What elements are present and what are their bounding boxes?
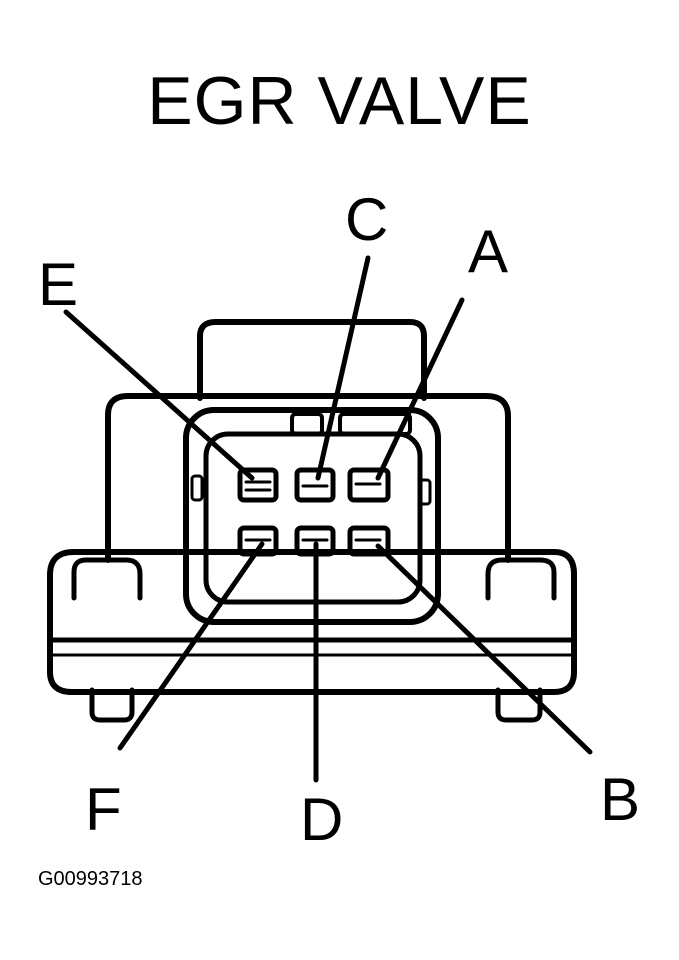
pin-label-e: E bbox=[38, 251, 79, 318]
leader-line-c bbox=[315, 255, 371, 481]
socket-outer bbox=[183, 407, 441, 625]
leader-line-b bbox=[375, 543, 593, 755]
socket-key bbox=[290, 412, 324, 436]
pin-label-b: B bbox=[600, 766, 641, 833]
pin-c-terminal bbox=[294, 467, 336, 503]
leader-line-a bbox=[375, 297, 465, 481]
top-latch-block bbox=[197, 319, 427, 401]
pin-b-terminal bbox=[347, 525, 391, 557]
upper-body bbox=[105, 393, 511, 563]
leader-line-f bbox=[117, 541, 265, 751]
right-mount-tab bbox=[495, 687, 543, 723]
diagram-title: EGR VALVE bbox=[147, 63, 532, 139]
pin-label-a: A bbox=[468, 218, 509, 285]
left-mount-tab bbox=[89, 687, 135, 723]
pin-label-f: F bbox=[85, 776, 122, 843]
pin-e-terminal bbox=[237, 467, 279, 503]
leader-line-e bbox=[63, 309, 255, 481]
pin-label-d: D bbox=[300, 786, 344, 853]
pin-label-c: C bbox=[345, 186, 389, 253]
pin-a-terminal bbox=[347, 467, 391, 503]
right-boss bbox=[485, 557, 557, 601]
socket-left-latch bbox=[190, 474, 204, 502]
left-boss bbox=[71, 557, 143, 601]
base-body bbox=[47, 549, 577, 695]
figure-id: G00993718 bbox=[38, 868, 143, 890]
socket-right-latch bbox=[418, 478, 432, 506]
socket-key-slot bbox=[338, 412, 412, 436]
